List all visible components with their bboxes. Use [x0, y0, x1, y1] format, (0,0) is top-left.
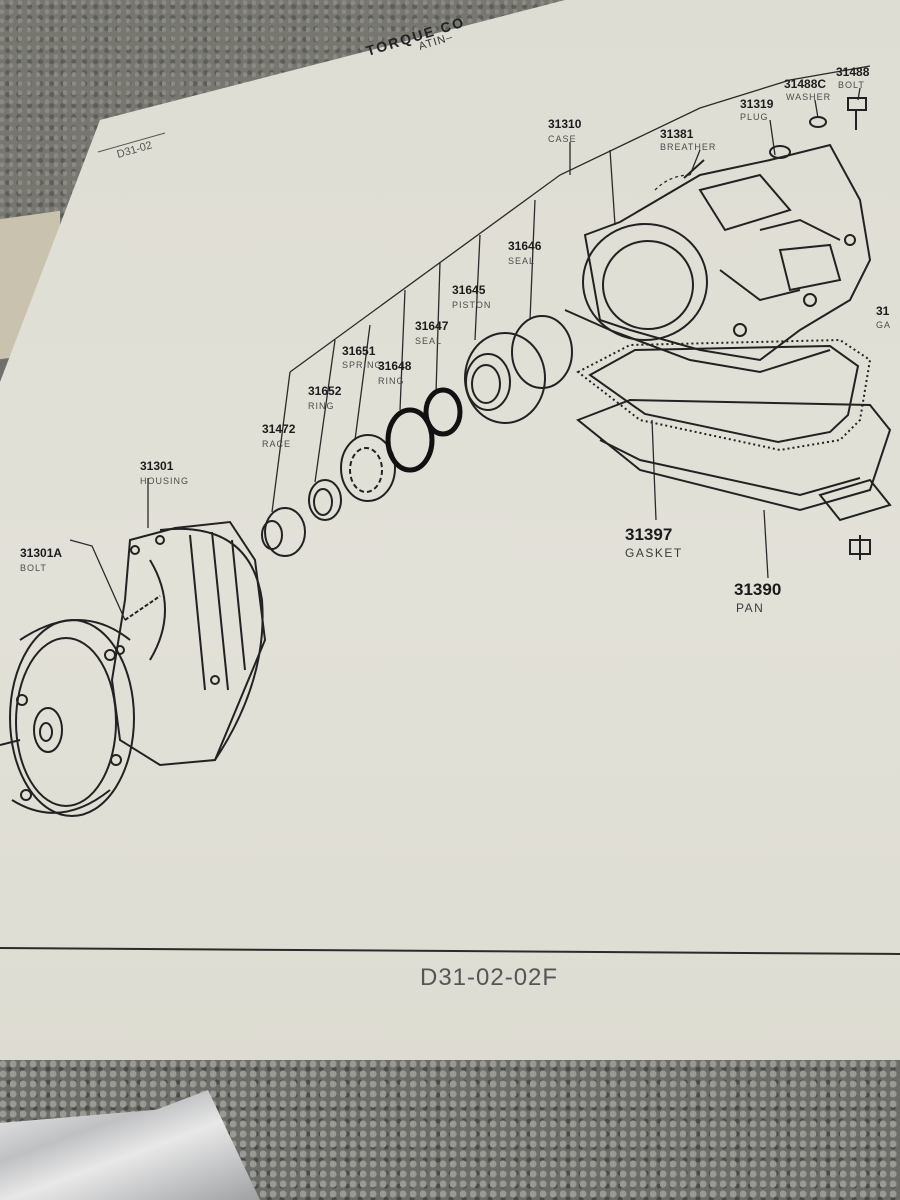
svg-text:31: 31	[876, 304, 890, 318]
svg-text:BREATHER: BREATHER	[660, 142, 716, 152]
svg-text:GA: GA	[876, 320, 891, 330]
leader-washer	[814, 99, 819, 119]
svg-text:SEAL: SEAL	[415, 336, 442, 346]
svg-text:31397: 31397	[625, 525, 672, 544]
gasket-part	[576, 338, 872, 452]
bolt-31488-part	[847, 97, 867, 130]
race-part	[261, 507, 306, 557]
label-31488: 31488 BOLT	[836, 65, 870, 90]
label-right-edge-cropped: 31 GA	[876, 304, 891, 330]
piston-part	[464, 332, 546, 424]
ring-31648-part	[385, 407, 435, 473]
svg-text:PISTON: PISTON	[452, 300, 491, 310]
svg-text:PLUG: PLUG	[740, 112, 769, 122]
leader-plug	[769, 119, 776, 156]
footer-code: D31-02-02F	[420, 964, 558, 991]
torque-converter	[0, 619, 135, 817]
label-31645: 31645 PISTON	[452, 283, 491, 310]
svg-text:RING: RING	[378, 376, 405, 386]
leader-pan	[763, 509, 769, 579]
leader-gasket	[651, 419, 657, 521]
seal-31647-part	[423, 387, 463, 437]
leader-lines	[69, 65, 871, 621]
plug-part	[769, 145, 791, 159]
leader-case	[609, 149, 616, 226]
leader-trunk	[289, 65, 871, 373]
svg-text:RING: RING	[308, 401, 335, 411]
leader-seal-31647	[435, 261, 441, 394]
svg-text:31646: 31646	[508, 239, 542, 253]
part-labels: 31301A BOLT 31301 HOUSING 31472 RACE 316…	[20, 65, 891, 615]
svg-text:31652: 31652	[308, 384, 342, 398]
leader-spring	[354, 324, 371, 441]
header-code: D31-02	[116, 139, 154, 160]
leader-race	[271, 371, 291, 513]
label-31647: 31647 SEAL	[415, 319, 449, 346]
svg-text:31319: 31319	[740, 97, 774, 111]
svg-text:31390: 31390	[734, 580, 781, 599]
transmission-case	[564, 143, 872, 374]
svg-text:GASKET: GASKET	[625, 546, 683, 560]
svg-text:HOUSING: HOUSING	[140, 476, 189, 486]
washer-part	[809, 116, 827, 128]
leader-seal-31646	[529, 199, 536, 321]
svg-text:RACE: RACE	[262, 439, 291, 449]
pan-part	[576, 398, 892, 512]
svg-text:31472: 31472	[262, 422, 296, 436]
svg-text:31381: 31381	[660, 127, 694, 141]
leader-piston	[474, 234, 481, 341]
svg-text:BOLT: BOLT	[838, 80, 865, 90]
label-31319: 31319 PLUG	[740, 97, 774, 122]
svg-text:31488: 31488	[836, 65, 870, 79]
svg-text:31488C: 31488C	[784, 77, 826, 91]
label-31301A: 31301A BOLT	[20, 546, 62, 573]
label-31381: 31381 BREATHER	[660, 127, 716, 152]
svg-text:PAN: PAN	[736, 601, 764, 615]
svg-text:31645: 31645	[452, 283, 486, 297]
label-31648: 31648 RING	[378, 359, 412, 386]
svg-text:31647: 31647	[415, 319, 449, 333]
leader-ring-31648	[399, 289, 406, 411]
label-31488C: 31488C WASHER	[784, 77, 831, 102]
svg-text:31651: 31651	[342, 344, 376, 358]
label-31397: 31397 GASKET	[625, 525, 683, 560]
svg-text:WASHER: WASHER	[786, 92, 831, 102]
header-rule	[97, 132, 166, 153]
seal-31646-part	[511, 315, 573, 389]
label-31472: 31472 RACE	[262, 422, 296, 449]
svg-text:BOLT: BOLT	[20, 563, 47, 573]
svg-text:SEAL: SEAL	[508, 256, 535, 266]
svg-text:31648: 31648	[378, 359, 412, 373]
label-31390: 31390 PAN	[734, 580, 781, 615]
ring-31652-part	[308, 479, 342, 521]
svg-text:31310: 31310	[548, 117, 582, 131]
label-31651: 31651 SPRING	[342, 344, 383, 370]
label-31652: 31652 RING	[308, 384, 342, 411]
label-31301: 31301 HOUSING	[140, 459, 189, 486]
svg-text:CASE: CASE	[548, 134, 577, 144]
converter-housing	[110, 520, 267, 767]
label-31646: 31646 SEAL	[508, 239, 542, 266]
svg-text:31301: 31301	[140, 459, 174, 473]
spring-part	[340, 434, 396, 502]
leader-ring-31652	[314, 339, 336, 483]
breather-part	[654, 159, 705, 191]
leader-bolt-31301A	[69, 539, 126, 621]
svg-text:31301A: 31301A	[20, 546, 62, 560]
label-31310: 31310 CASE	[548, 117, 582, 144]
footer-rule	[0, 947, 900, 955]
svg-text:SPRING: SPRING	[342, 360, 383, 370]
pan-bolts	[818, 478, 892, 560]
